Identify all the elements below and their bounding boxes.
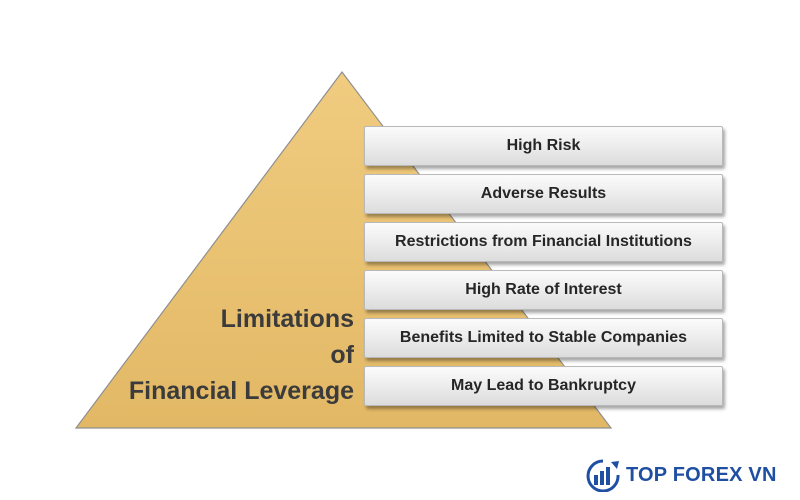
limitation-label: High Rate of Interest [465,281,622,298]
limitation-label: Restrictions from Financial Institutions [395,233,692,250]
limitation-bar-adverse-results: Adverse Results [364,174,723,214]
limitation-label: Benefits Limited to Stable Companies [399,329,688,346]
limitation-label: May Lead to Bankruptcy [451,377,636,394]
title-line-3: Financial Leverage [128,377,354,405]
watermark-text: TOP FOREX VN [626,463,777,486]
limitation-bar-restrictions: Restrictions from Financial Institutions [364,222,723,262]
globe-chart-icon [586,459,620,492]
watermark-logo: TOP FOREX VN [584,458,777,492]
limitation-label: Adverse Results [480,185,607,202]
limitation-bar-bankruptcy: May Lead to Bankruptcy [364,366,723,406]
limitation-bar-high-interest: High Rate of Interest [364,270,723,310]
limitation-bar-high-risk: High Risk [364,126,723,166]
limitation-label: High Risk [506,137,581,154]
title-line-2: of [330,341,354,369]
title-line-1: Limitations [220,305,354,333]
limitation-bar-stable-companies: Benefits Limited to Stable Companies [364,318,723,358]
